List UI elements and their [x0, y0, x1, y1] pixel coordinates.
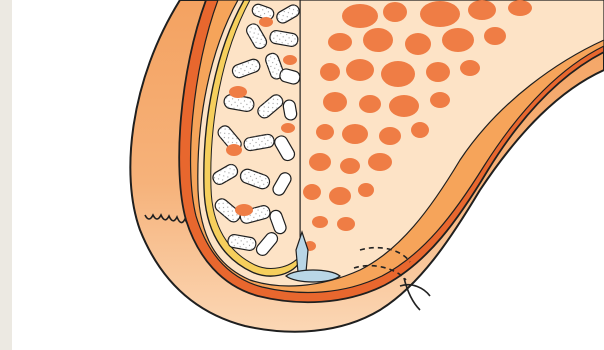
left-margin [0, 0, 12, 350]
